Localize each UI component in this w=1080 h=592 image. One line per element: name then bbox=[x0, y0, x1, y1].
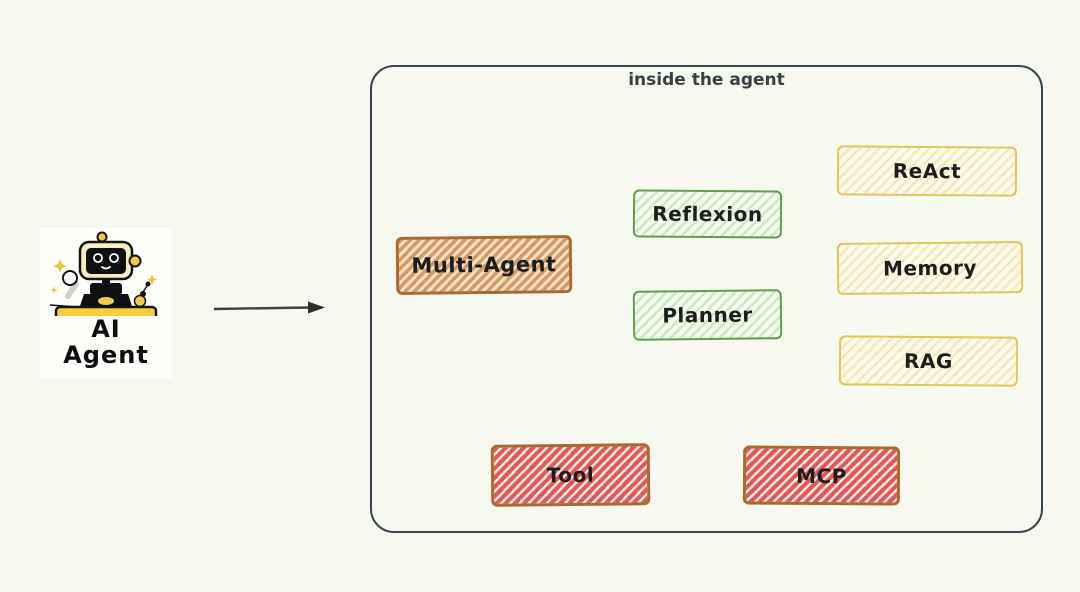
inside-agent-title: inside the agent bbox=[628, 70, 785, 90]
agent-label-line2: Agent bbox=[63, 341, 149, 369]
inside-agent-container bbox=[370, 65, 1043, 533]
node-react: ReAct bbox=[836, 145, 1018, 197]
sparkle-icon bbox=[50, 286, 58, 294]
node-tool: Tool bbox=[490, 443, 651, 507]
flow-arrow-icon bbox=[213, 301, 325, 314]
node-multi-agent: Multi-Agent bbox=[395, 235, 573, 295]
node-mcp: MCP bbox=[742, 445, 901, 506]
ai-agent-illustration: AI Agent bbox=[40, 228, 172, 378]
robot-at-desk-icon bbox=[49, 231, 158, 316]
agent-label-line1: AI bbox=[91, 315, 121, 343]
node-rag: RAG bbox=[838, 335, 1019, 387]
node-reflexion: Reflexion bbox=[632, 189, 783, 239]
sparkle-icon bbox=[53, 259, 67, 273]
node-planner: Planner bbox=[632, 289, 783, 341]
sparkle-icon bbox=[147, 274, 157, 285]
node-memory: Memory bbox=[836, 241, 1024, 295]
